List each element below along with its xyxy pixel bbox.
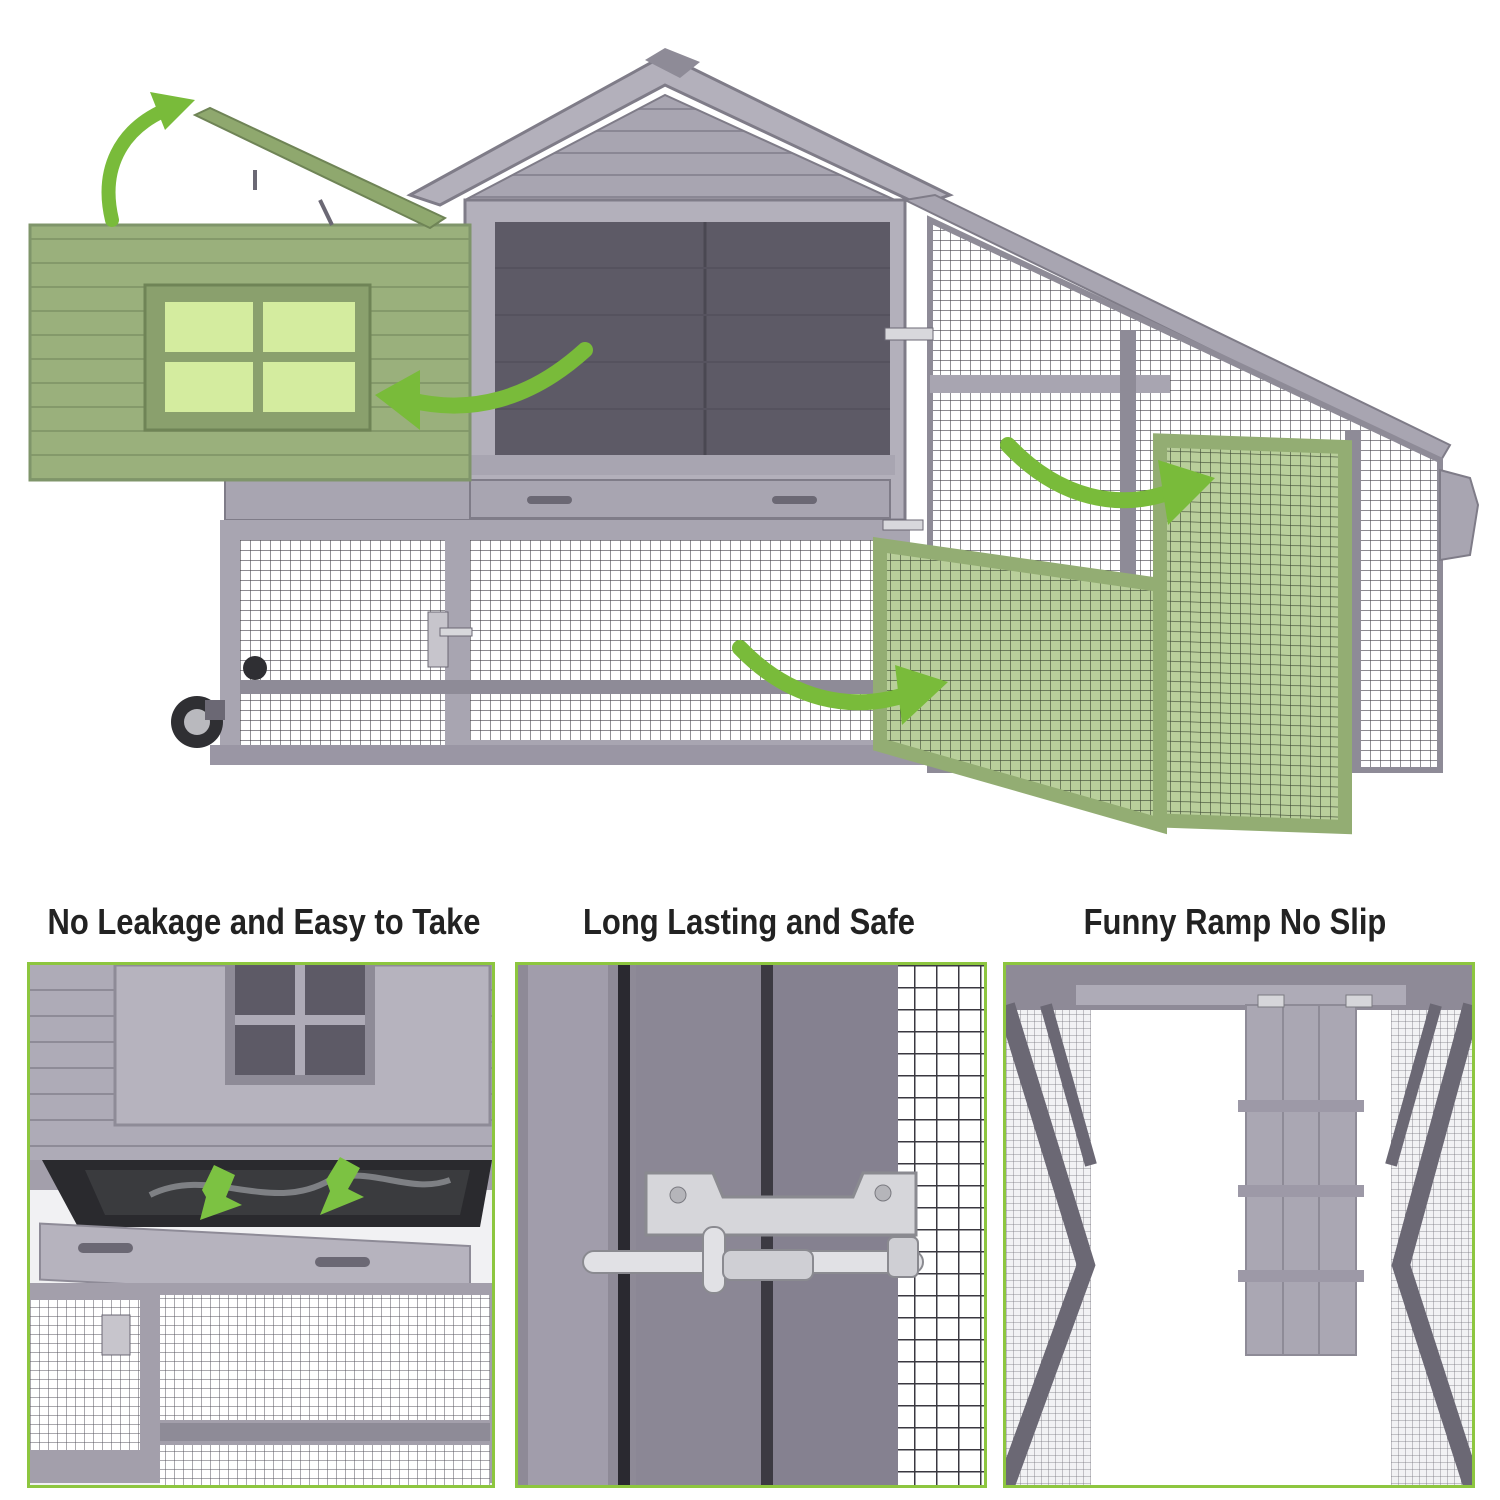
nest-roof-lid-open	[192, 106, 448, 230]
feature-caption-lasting: Long Lasting and Safe	[583, 901, 915, 942]
curved-arrow-icon	[732, 640, 948, 725]
ramp-board	[1238, 994, 1373, 1356]
down-arrow-icon	[200, 1157, 364, 1220]
curved-arrow-icon	[375, 342, 593, 430]
feature-image-ramp	[1003, 962, 1475, 1488]
feature-image-latch	[515, 962, 987, 1488]
feature-caption-ramp: Funny Ramp No Slip	[1083, 901, 1387, 942]
feature-caption-leakage: No Leakage and Easy to Take	[47, 901, 481, 942]
curved-arrow-icon	[101, 92, 195, 227]
run-door-side-open	[1153, 433, 1352, 835]
lower-run-mesh	[240, 540, 445, 745]
coop-interior	[495, 222, 890, 457]
curved-arrow-icon	[1000, 437, 1215, 525]
nest-box-door-open	[28, 223, 472, 482]
feature-image-tray	[27, 962, 495, 1488]
run-crossbar	[930, 375, 1170, 393]
coop-roof	[406, 48, 954, 207]
coop-hero-illustration	[28, 48, 1480, 835]
latch-icon	[582, 1171, 924, 1294]
wheel-icon	[171, 696, 225, 748]
pull-out-tray	[39, 1160, 492, 1304]
